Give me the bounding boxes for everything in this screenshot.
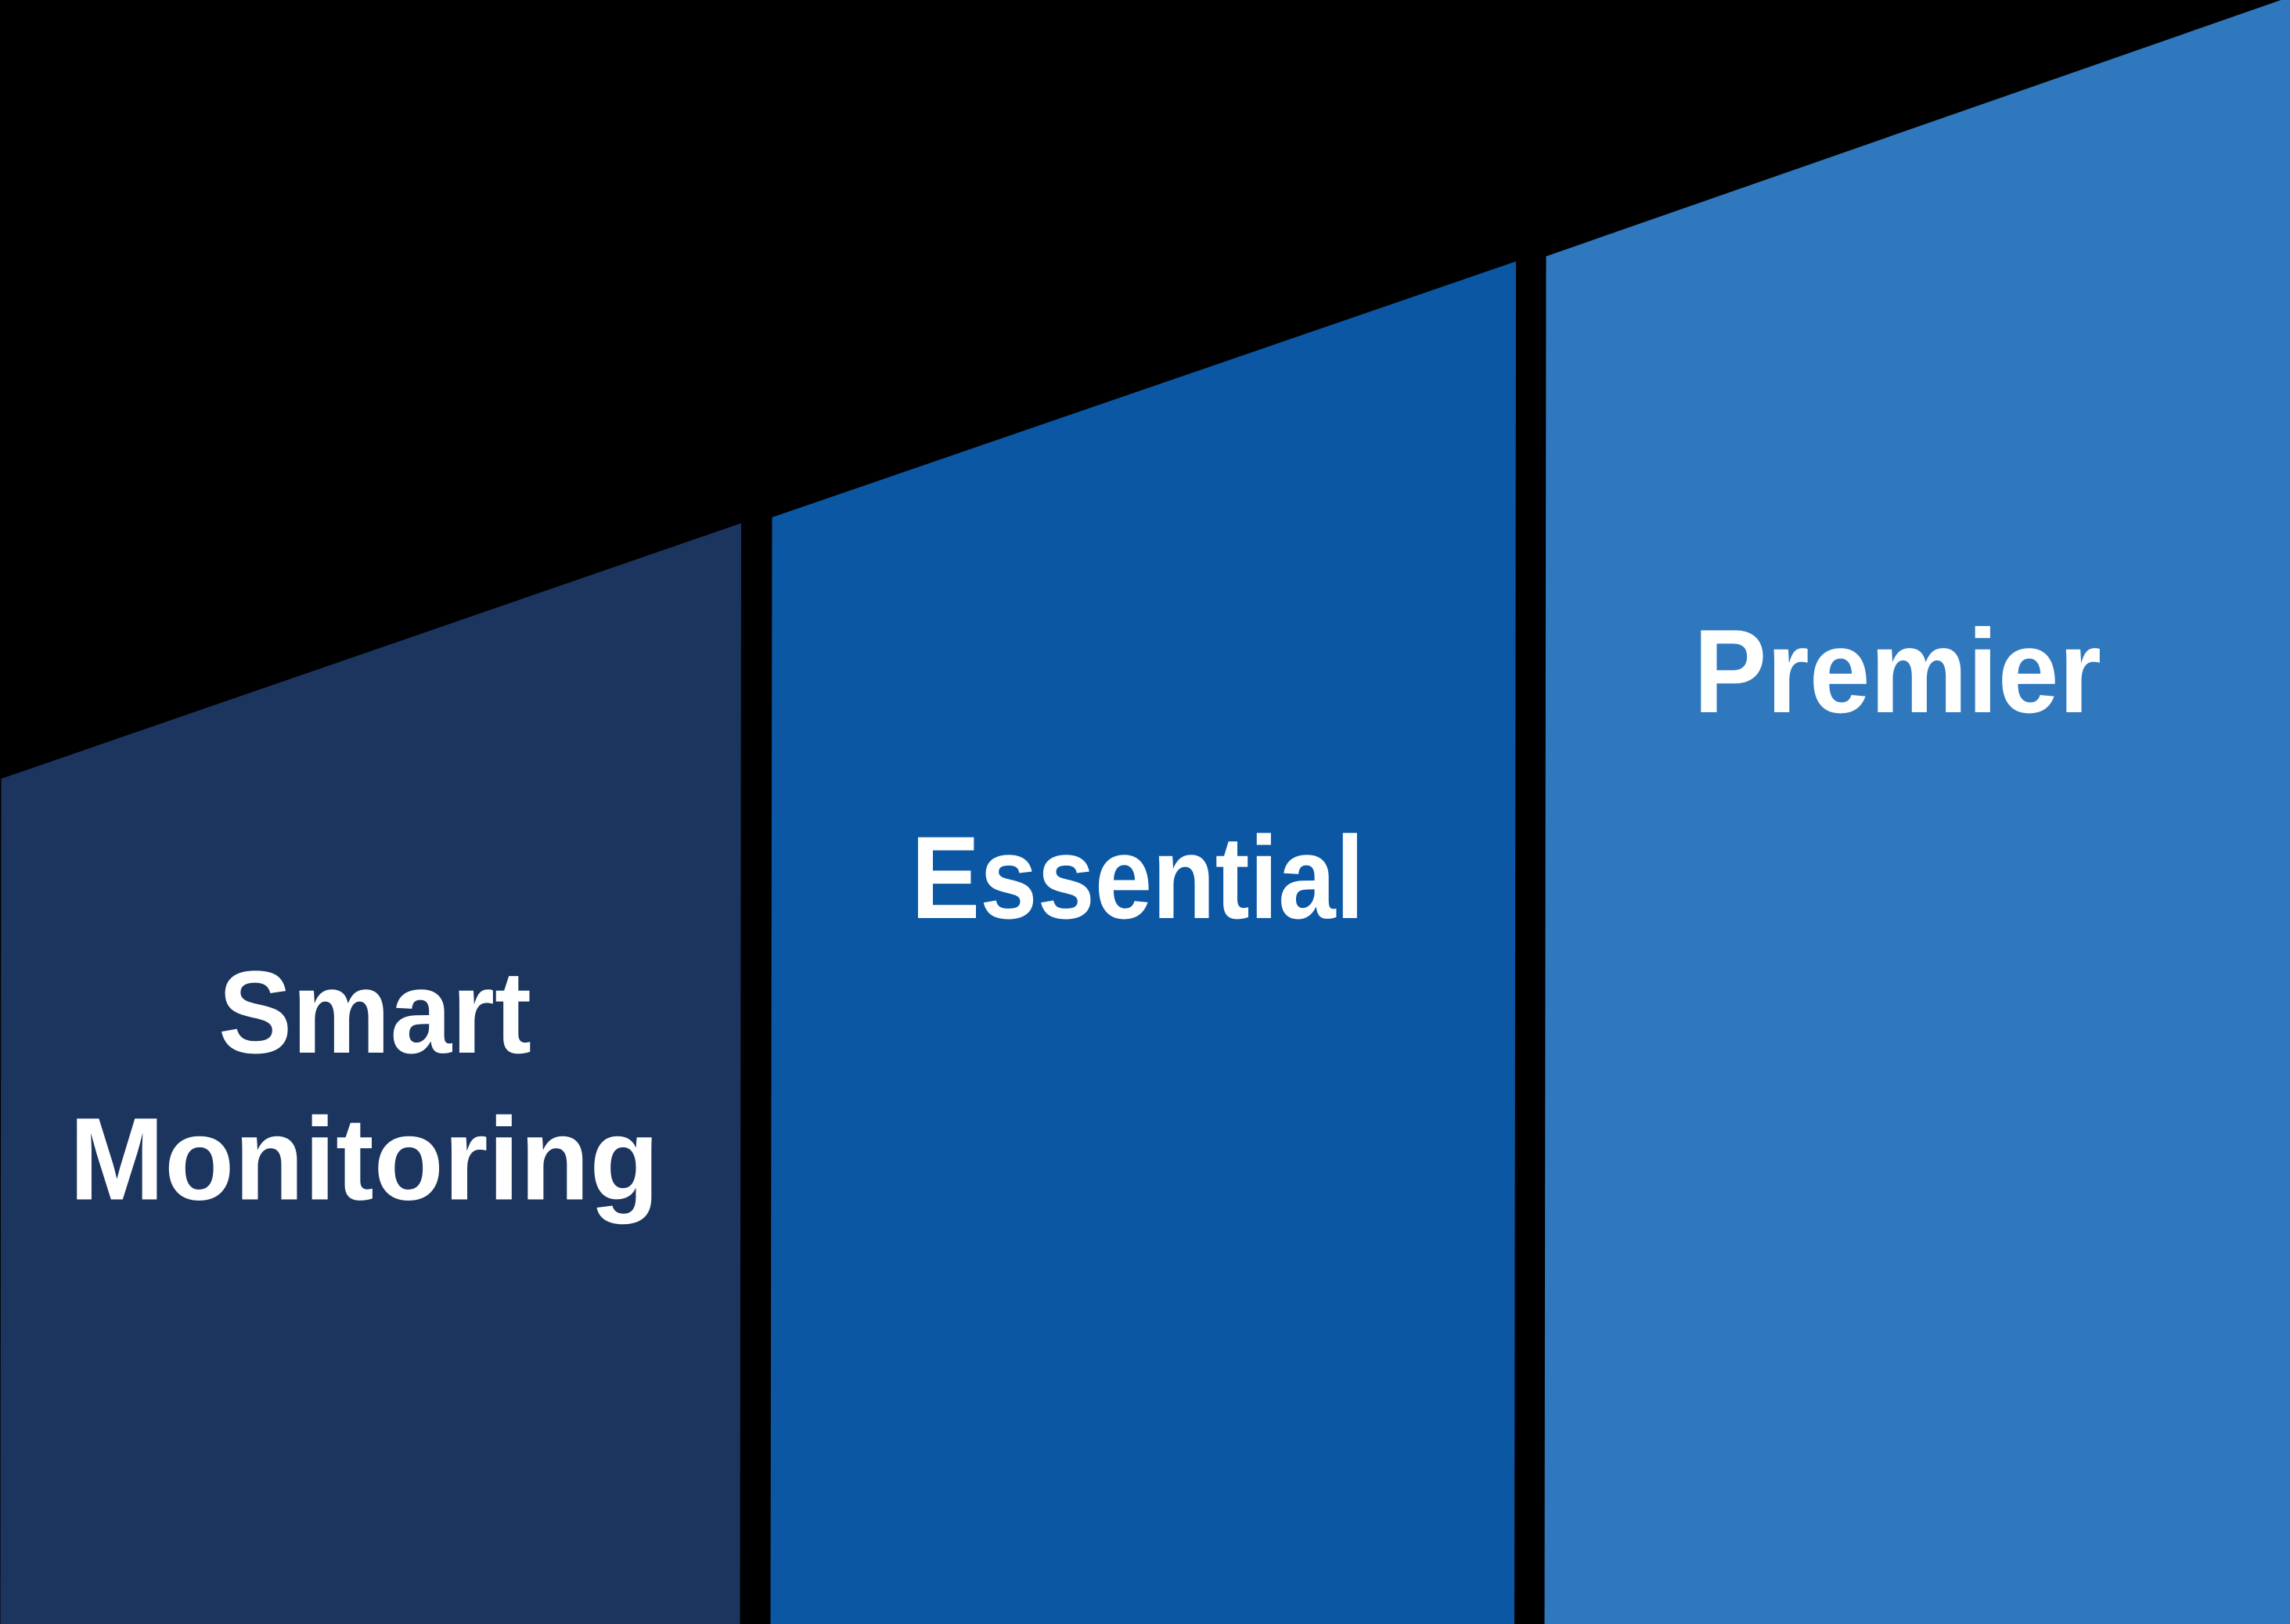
svg-text:Essential: Essential	[911, 812, 1364, 943]
svg-text:Premier: Premier	[1694, 605, 2101, 738]
svg-text:Monitoring: Monitoring	[70, 1093, 660, 1225]
svg-text:Smart: Smart	[218, 946, 531, 1078]
